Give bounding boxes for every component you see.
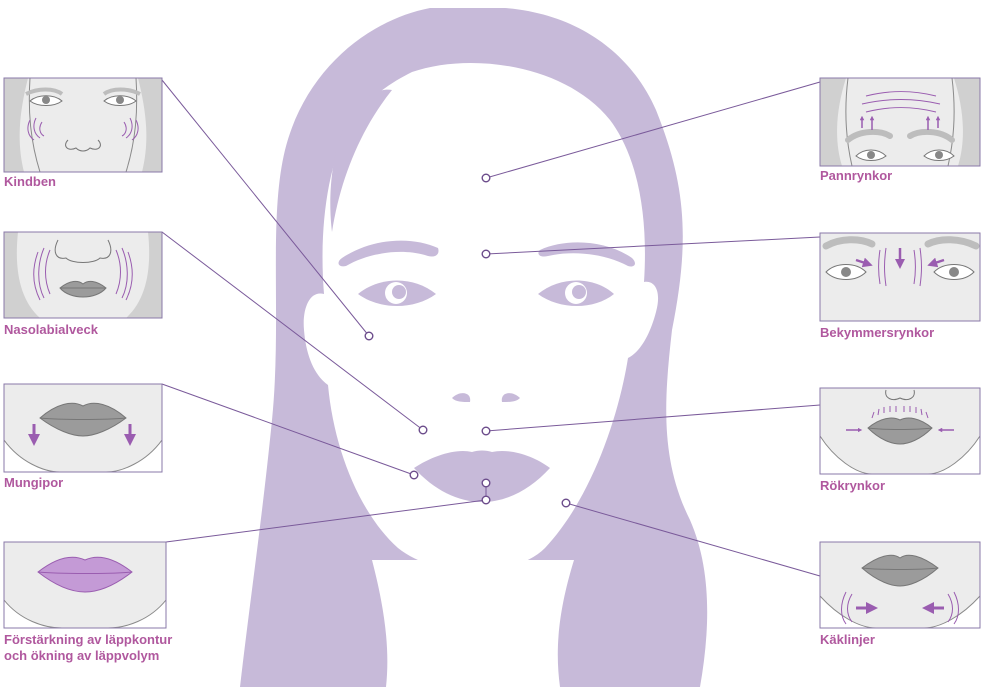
label-rokrynkor: Rökrynkor	[820, 478, 885, 494]
panel-bekymmersrynkor	[820, 233, 980, 321]
neck	[372, 560, 574, 687]
panel-pannrynkor	[820, 78, 980, 166]
label-kindben: Kindben	[4, 174, 56, 190]
label-pannrynkor: Pannrynkor	[820, 168, 892, 184]
marker-lip-top	[482, 479, 490, 487]
panel-nasolabialveck	[4, 232, 162, 318]
marker-jaw	[562, 499, 570, 507]
label-bekymmersrynkor: Bekymmersrynkor	[820, 325, 934, 341]
label-lip-contour-line2: och ökning av läppvolym	[4, 648, 172, 664]
marker-lip-bottom	[482, 496, 490, 504]
label-lip-contour-line1: Förstärkning av läppkontur	[4, 632, 172, 648]
panel-kaklinjer	[820, 542, 980, 628]
marker-glabella	[482, 250, 490, 258]
panel-mungipor	[4, 384, 162, 472]
panel-kindben	[4, 78, 162, 172]
label-nasolabialveck: Nasolabialveck	[4, 322, 98, 338]
marker-upper-lip	[482, 427, 490, 435]
panel-rokrynkor	[820, 388, 980, 474]
panel-lip-contour	[4, 542, 166, 628]
label-kaklinjer: Käklinjer	[820, 632, 875, 648]
marker-forehead	[482, 174, 490, 182]
face-illustration	[240, 8, 707, 687]
label-lip-contour: Förstärkning av läppkontur och ökning av…	[4, 632, 172, 664]
marker-nasolabial	[419, 426, 427, 434]
marker-cheek	[365, 332, 373, 340]
label-mungipor: Mungipor	[4, 475, 63, 491]
marker-mouth-corner	[410, 471, 418, 479]
